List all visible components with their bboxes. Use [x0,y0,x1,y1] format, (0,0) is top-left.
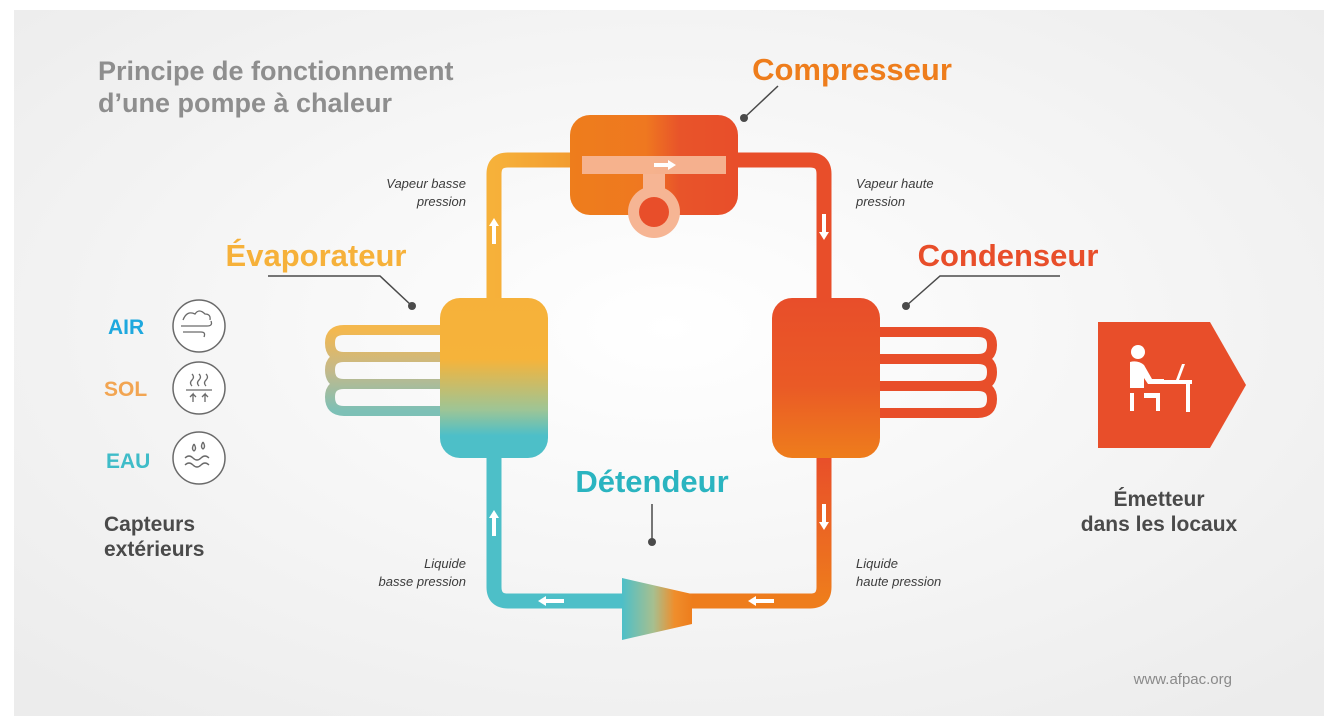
source-air-label: AIR [108,316,144,339]
sources-caption-line-2: extérieurs [104,538,204,561]
compressor-leader [743,85,779,119]
high-pressure-vapor-label-1: Vapeur haute [856,176,934,191]
title-line-2: d’une pompe à chaleur [98,88,393,118]
arrow-up-icon [489,218,499,244]
low-pressure-vapor-label-2: pression [416,194,466,209]
pipe-low-pressure-vapor [486,152,575,300]
condenser-unit [772,298,998,458]
pipe-high-pressure-vapor [733,152,832,300]
source-sol-label: SOL [104,378,147,401]
arrow-right-icon [654,160,676,170]
emitter-caption-line-2: dans les locaux [1081,513,1238,536]
expansion-valve [622,578,692,640]
expansion-valve-label: Détendeur [575,464,728,499]
condenser-label: Condenseur [918,238,1099,273]
high-pressure-liquid-label-2: haute pression [856,574,941,589]
low-pressure-liquid-label-2: basse pression [379,574,466,589]
compressor-unit [570,115,738,238]
sources-caption-line-1: Capteurs [104,513,195,536]
evaporator-label: Évaporateur [226,238,407,273]
flow-arrows [489,214,829,606]
arrow-left-icon [748,596,774,606]
source-air: AIR [108,299,226,353]
evaporator-coil [324,325,449,416]
pipe-low-pressure-liquid [486,455,624,609]
high-pressure-vapor-label-2: pression [855,194,905,209]
high-pressure-liquid-label-1: Liquide [856,556,898,571]
evaporator-unit [324,298,548,458]
compressor-label: Compresseur [752,52,952,87]
source-eau: EAU [106,431,226,485]
refrigerant-loop [486,152,832,609]
emitter-caption-line-1: Émetteur [1113,488,1204,511]
arrow-down-icon [819,214,829,240]
person-at-desk-icon [1130,345,1192,412]
condenser-body [772,298,880,458]
arrow-down-icon [819,504,829,530]
footer-url: www.afpac.org [1133,671,1232,688]
condenser-leader [905,275,1060,307]
source-eau-label: EAU [106,450,150,473]
emitter-badge [1098,322,1246,448]
source-sol: SOL [104,361,226,415]
condenser-coil [870,327,998,418]
low-pressure-vapor-label-1: Vapeur basse [386,176,466,191]
pipe-high-pressure-liquid [686,455,832,609]
evaporator-leader [268,275,413,307]
ground-heat-icon [172,361,226,415]
arrow-up-icon [489,510,499,536]
water-drop-icon [172,431,226,485]
title-line-1: Principe de fonctionnement [98,56,454,86]
evaporator-body [440,298,548,458]
arrow-left-icon [538,596,564,606]
low-pressure-liquid-label-1: Liquide [424,556,466,571]
